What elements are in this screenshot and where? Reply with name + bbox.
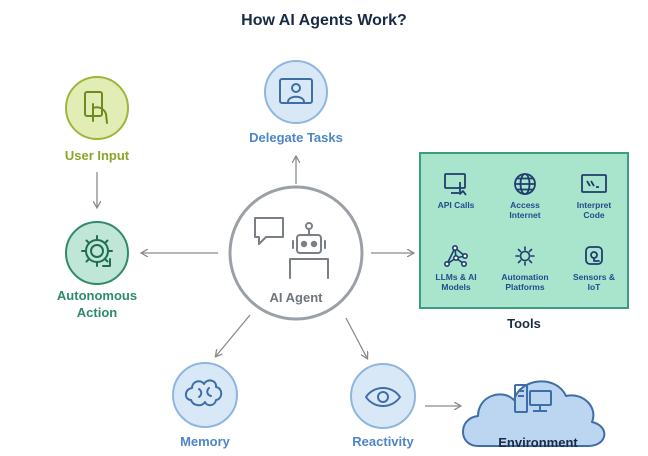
tool-llms-ai-models: LLMs & AI Models [423,244,489,292]
globe-icon [514,173,536,195]
memory-label: Memory [180,434,230,449]
ai-agent-label: AI Agent [269,290,323,305]
sensor-chip-icon [585,246,603,265]
connector-arrows [97,157,460,406]
tool-interpret-code: Interpret Code [561,172,627,220]
robot-icon [289,222,329,279]
tool-label-line1: API Calls [437,200,475,210]
delegate-tasks-node [264,60,328,124]
tool-label-line2: Code [583,210,605,220]
code-window-icon [581,174,607,193]
tool-label-line2: Platforms [505,282,545,292]
eye-icon [365,387,401,407]
tool-label-line1: LLMs & AI [435,272,477,282]
user-input-label: User Input [64,148,130,163]
hand-touch-icon [84,91,108,124]
tool-label-line1: Access [510,200,540,210]
page-title: How AI Agents Work? [241,12,407,29]
environment-label: Environment [498,435,578,450]
tool-label-line1: Automation [501,272,549,282]
reactivity-label: Reactivity [352,434,414,449]
tool-label-line2: Internet [509,210,541,220]
network-nodes-icon [443,244,468,267]
autonomous-action-label: Autonomous Action [37,287,157,321]
tool-label-line2: Models [441,282,471,292]
environment-node [462,380,606,447]
autonomous-action-label-line1: Autonomous [56,288,138,303]
monitor-cursor-icon [444,173,467,196]
delegate-tasks-label: Delegate Tasks [249,130,343,145]
brain-cloud-icon [184,379,223,407]
tool-label-line1: Sensors & [572,272,616,282]
reactivity-node [350,363,416,429]
presenter-icon [279,78,313,104]
tool-automation-platforms: Automation Platforms [492,244,558,292]
desktop-computer-icon [514,384,552,413]
tool-access-internet: Access Internet [492,172,558,220]
automation-gear-icon [515,246,535,266]
tools-label: Tools [507,316,541,331]
memory-node [172,362,238,428]
arrow-agent-to-reactivity [345,317,367,358]
tool-api-calls: API Calls [423,172,489,210]
autonomous-action-label-line2: Action [76,305,118,320]
tool-label-line2: IoT [587,282,601,292]
arrow-agent-to-memory [216,314,251,356]
tool-sensors-iot: Sensors & IoT [561,244,627,292]
autonomous-action-node [65,221,129,285]
user-input-node [65,76,129,140]
tools-panel: API Calls Access Internet Interpret Code [419,152,629,309]
ai-agent-node [228,185,364,321]
gear-refresh-icon [81,235,113,267]
speech-bubble-icon [254,217,284,245]
tool-label-line1: Interpret [576,200,612,210]
